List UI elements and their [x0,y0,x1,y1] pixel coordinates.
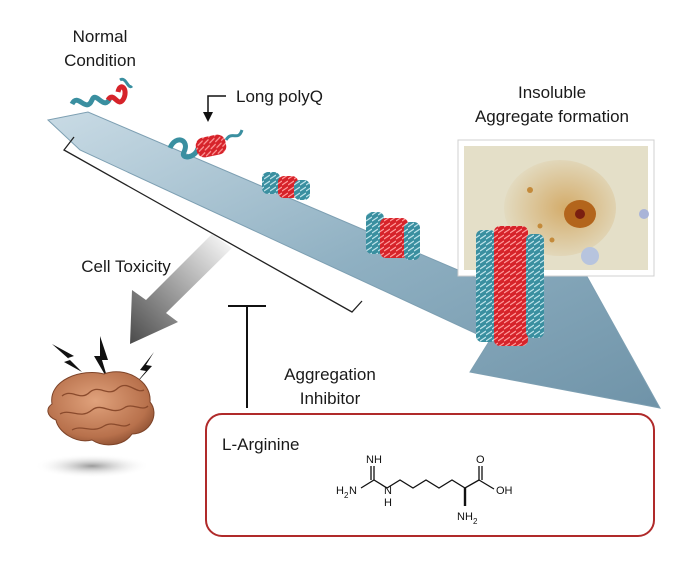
svg-text:2: 2 [473,517,478,526]
svg-text:N: N [349,485,357,497]
cell-toxicity-arrow [130,234,232,344]
polyq-protein [167,129,244,160]
normal-condition-label-line2: Condition [64,51,136,70]
normal-condition-label-line1: Normal [73,27,128,46]
h2n-group: H 2 N [336,485,357,500]
aggregation-inhibitor-label-line1: Aggregation [284,365,376,384]
insoluble-label-line2: Aggregate formation [475,107,629,126]
l-arginine-label: L-Arginine [222,435,300,454]
alpha-amino-label: NH 2 [457,511,478,526]
hydroxyl-label: OH [496,485,513,497]
inhibition-t-icon [228,305,266,408]
inhibitor-box [205,413,655,537]
svg-text:H: H [384,497,392,509]
arginine-structure [360,466,495,506]
svg-text:H: H [336,485,344,497]
arrow-down-icon [203,95,226,122]
insoluble-label-line1: Insoluble [518,83,586,102]
svg-text:N: N [384,485,392,497]
normal-protein [69,77,134,108]
oligomer-large [366,212,420,260]
carbonyl-o-label: O [476,454,485,466]
svg-text:2: 2 [344,491,349,500]
amine-nh-label: N H [384,485,392,509]
aggregate-fibril [476,226,544,346]
lightning-icon [52,336,154,388]
oligomer-bracket [63,136,363,313]
long-polyq-label: Long polyQ [236,87,323,106]
cell-toxicity-label: Cell Toxicity [81,257,171,276]
brain-icon [34,371,155,478]
svg-text:NH: NH [457,511,473,523]
oligomer-small [262,172,310,200]
imine-nh-label: NH [366,454,382,466]
aggregation-inhibitor-label-line2: Inhibitor [300,389,361,408]
